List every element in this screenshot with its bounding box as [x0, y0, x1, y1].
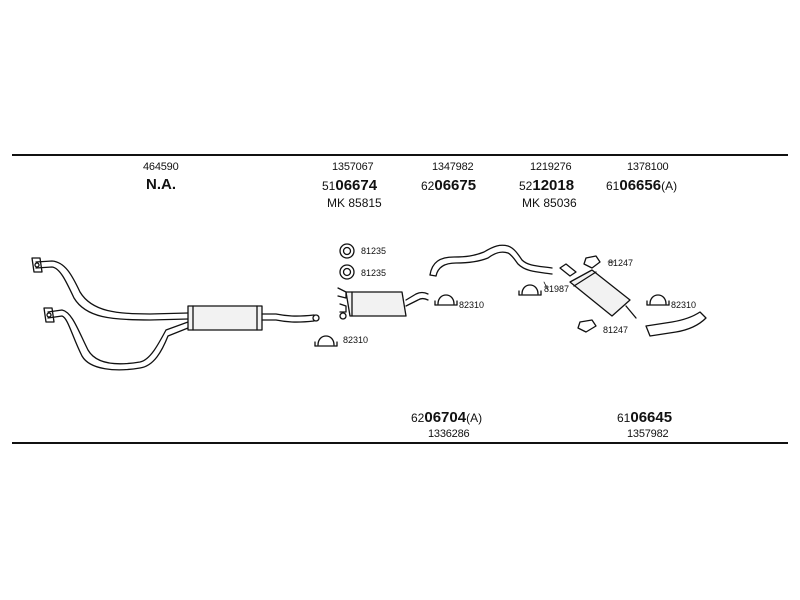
part-main: 12018 — [532, 177, 575, 194]
part-code-col1: N.A. — [146, 176, 176, 193]
ref-number-bottom-1: 1336286 — [428, 428, 470, 440]
part-main: 06704 — [424, 409, 467, 426]
part-main: 06674 — [335, 177, 378, 194]
mk-value: 85815 — [348, 196, 382, 210]
ref-number-col2: 1357067 — [332, 161, 374, 173]
mk-number-col2: MK 85815 — [327, 196, 382, 210]
clamp-label-right: 82310 — [671, 300, 697, 310]
bracket-icon — [577, 255, 601, 333]
ref-number-col1: 464590 — [143, 161, 179, 173]
leader-lines — [543, 261, 615, 291]
part-number-bottom-1: 6206704(A) — [411, 410, 482, 426]
hanger-label: 81987 — [544, 284, 570, 294]
part-main: 06656 — [619, 177, 662, 194]
flange-lower — [43, 307, 55, 323]
part-suffix: (A) — [661, 179, 678, 193]
mk-value: 85036 — [543, 196, 577, 210]
top-divider — [12, 154, 788, 156]
part-prefix: 62 — [421, 179, 435, 193]
flange-upper — [31, 257, 43, 273]
clamp-icon — [646, 294, 670, 306]
middle-silencer — [187, 305, 320, 331]
part-number-bottom-2: 6106645 — [617, 410, 672, 426]
mk-prefix: MK — [522, 196, 540, 210]
gasket-label-a: 81235 — [361, 246, 387, 256]
part-suffix: (A) — [466, 411, 483, 425]
part-prefix: 61 — [617, 411, 631, 425]
part-number-col3: 6206675 — [421, 178, 476, 194]
part-number-col5: 6106656(A) — [606, 178, 677, 194]
clamp-icon — [434, 294, 458, 306]
ref-number-bottom-2: 1357982 — [627, 428, 669, 440]
part-prefix: 51 — [322, 179, 336, 193]
rear-silencer-1 — [337, 287, 429, 320]
mk-prefix: MK — [327, 196, 345, 210]
bottom-divider — [12, 442, 788, 444]
part-prefix: 52 — [519, 179, 533, 193]
part-number-col2: 5106674 — [322, 178, 377, 194]
front-pipe — [31, 257, 189, 371]
connecting-pipe — [429, 244, 553, 277]
tail-pipe — [645, 311, 707, 337]
gasket-label-b: 81235 — [361, 268, 387, 278]
mk-number-col4: MK 85036 — [522, 196, 577, 210]
bracket-label-top: 81247 — [608, 258, 634, 268]
ref-number-col5: 1378100 — [627, 161, 669, 173]
bracket-label-low: 81247 — [603, 325, 629, 335]
part-prefix: 62 — [411, 411, 425, 425]
gasket-icon — [339, 243, 355, 280]
clamp-icon — [314, 335, 338, 347]
ref-number-col3: 1347982 — [432, 161, 474, 173]
part-main: 06675 — [434, 177, 477, 194]
part-main: 06645 — [630, 409, 673, 426]
rear-silencer-2 — [559, 263, 637, 319]
clamp-label-low: 82310 — [343, 335, 369, 345]
hanger-icon — [518, 284, 542, 296]
part-prefix: 61 — [606, 179, 620, 193]
part-number-col4: 5212018 — [519, 178, 574, 194]
clamp-label-mid: 82310 — [459, 300, 485, 310]
ref-number-col4: 1219276 — [530, 161, 572, 173]
